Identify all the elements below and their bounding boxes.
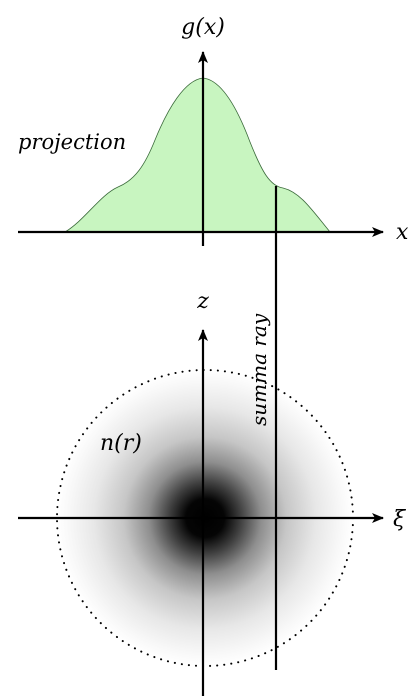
xi-axis-label: ξ [393,507,407,532]
density-label: n(r) [100,431,142,456]
z-axis-label: z [196,289,209,314]
projection-plot: g(x) x projection [18,15,409,246]
object-plot: z ξ n(r) [18,289,407,696]
x-axis-label: x [396,220,409,245]
g-axis-label: g(x) [181,15,225,40]
projection-curve [63,77,331,233]
summa-ray-group: summa ray [247,186,278,670]
summa-ray-label: summa ray [247,313,271,426]
projection-label: projection [18,130,126,154]
